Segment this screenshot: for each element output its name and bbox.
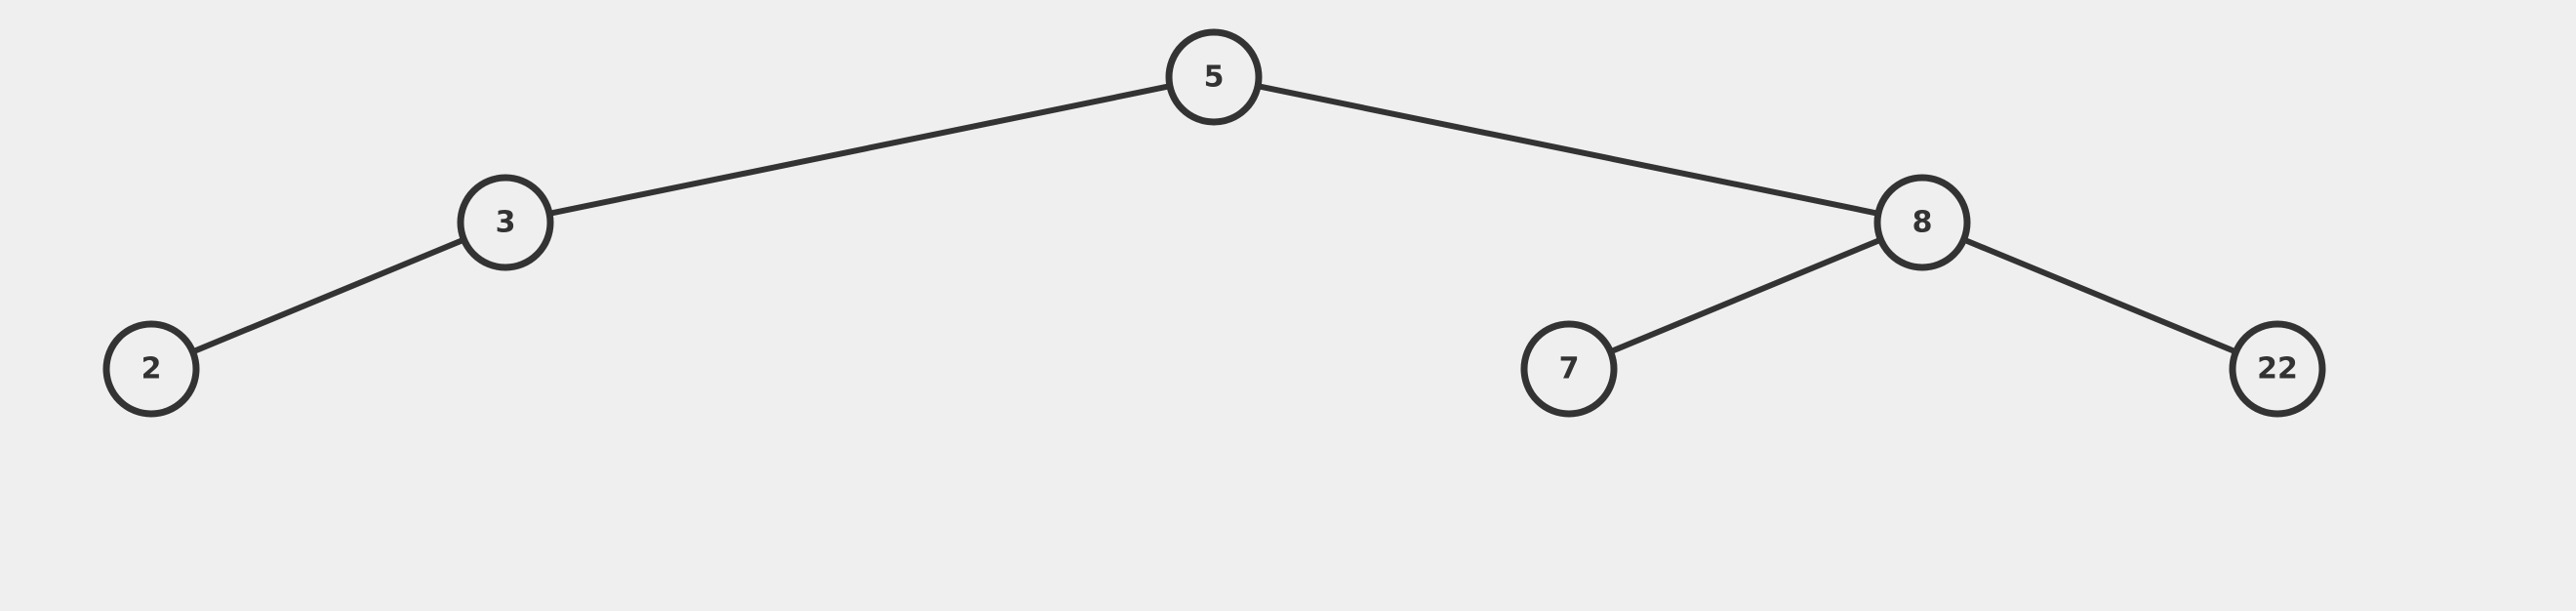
tree-node-n22: 22 <box>2229 320 2326 418</box>
edge-n8-n7 <box>1607 236 1884 355</box>
node-circle <box>1873 174 1971 271</box>
node-label: 3 <box>496 206 516 240</box>
tree-node-n7: 7 <box>1520 320 1618 418</box>
node-label: 7 <box>1559 352 1580 387</box>
tree-node-n3: 3 <box>457 174 554 271</box>
tree-nodes: 5 3 8 2 7 22 <box>102 28 2326 418</box>
node-circle <box>1520 320 1618 418</box>
node-circle <box>457 174 554 271</box>
edge-n8-n22 <box>1960 236 2239 355</box>
node-circle <box>2229 320 2326 418</box>
node-label: 2 <box>141 352 162 387</box>
node-circle <box>102 320 200 418</box>
node-label: 22 <box>2257 352 2298 387</box>
tree-edges <box>189 83 2239 355</box>
edge-n5-n3 <box>546 83 1173 217</box>
tree-node-n5: 5 <box>1165 28 1263 126</box>
edge-n5-n8 <box>1255 83 1881 217</box>
edge-n3-n2 <box>189 236 467 355</box>
node-label: 5 <box>1204 61 1225 95</box>
node-label: 8 <box>1912 206 1933 240</box>
node-circle <box>1165 28 1263 126</box>
tree-node-n2: 2 <box>102 320 200 418</box>
tree-node-n8: 8 <box>1873 174 1971 271</box>
